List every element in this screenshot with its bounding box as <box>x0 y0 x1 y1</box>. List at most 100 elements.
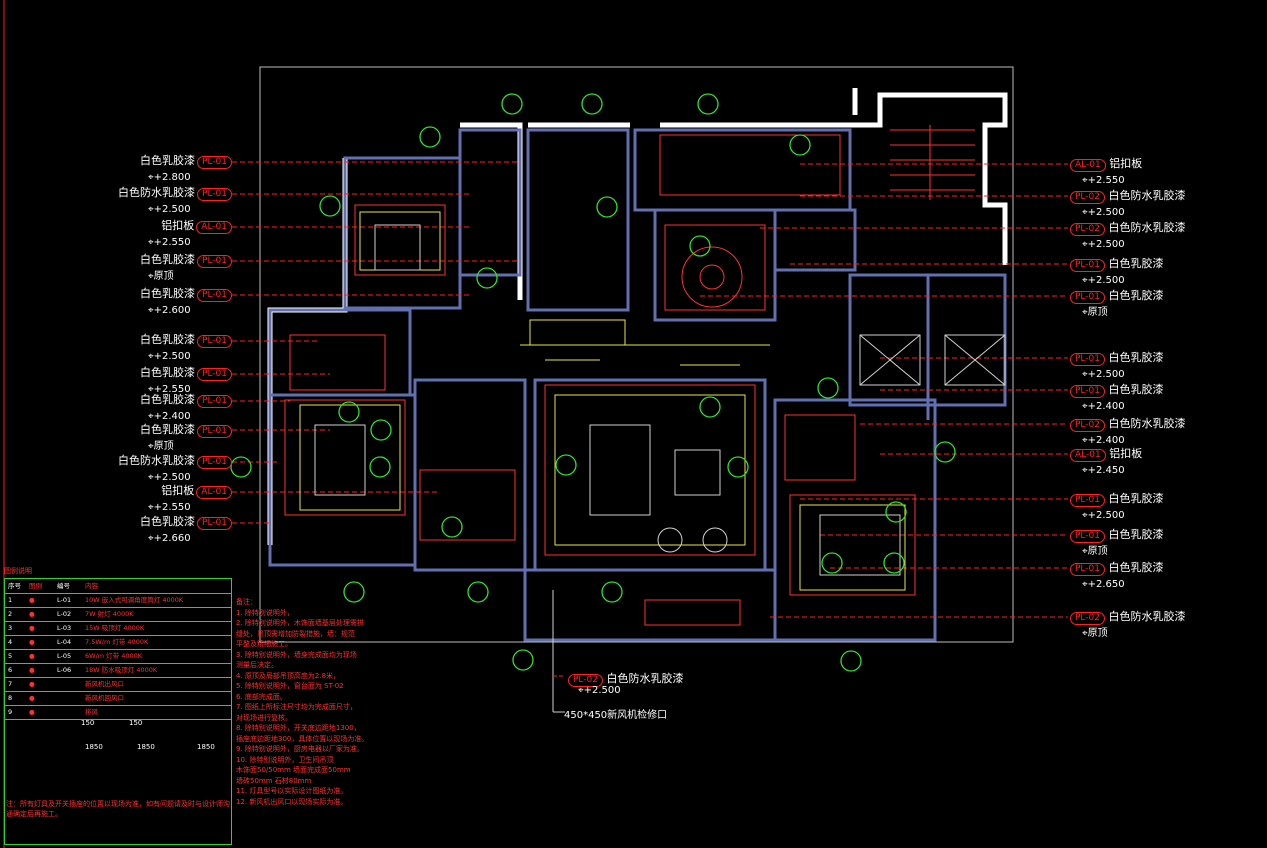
material-code-tag: PL-02 <box>1070 223 1105 236</box>
legend-symbol-icon: ● <box>29 708 35 716</box>
legend-header: 序号 图例 编号 内容 <box>5 579 231 594</box>
material-label: 白色乳胶漆 <box>1108 528 1164 541</box>
notes-title: 备注： <box>236 598 257 606</box>
right-callout-2: PL-02 白色防水乳胶漆 <box>1068 190 1185 204</box>
dim-label: 150 <box>81 719 95 727</box>
note-line: 平整及精细施工。 <box>236 640 292 648</box>
material-code-tag: PL-02 <box>1070 419 1105 432</box>
legend-symbol-icon: ● <box>29 624 35 632</box>
note-line: 11. 灯具型号以实际设计图纸为准。 <box>236 787 348 795</box>
note-line: 插座底边距地300，具体位置以现场为准。 <box>236 734 369 743</box>
right-callout-13: PL-02 白色防水乳胶漆 <box>1068 611 1185 625</box>
elevation-marker-icon: ⌖ <box>1082 401 1088 412</box>
right-callout-elevation-10: ⌖+2.500 <box>1082 510 1125 521</box>
dim-label: 150 <box>129 719 143 727</box>
note-line: 墙砖50mm 石材80mm <box>236 776 312 785</box>
material-code-tag: PL-01 <box>1070 494 1105 507</box>
elevation-marker-icon: ⌖ <box>1082 207 1088 218</box>
bottom-note: 注：所有灯具及开关插座的位置以现场为准，如有问题请及时与设计师沟通确定后再施工。 <box>6 800 230 818</box>
material-label: 白色乳胶漆 <box>140 253 196 266</box>
right-callout-12: PL-01 白色乳胶漆 <box>1068 562 1163 576</box>
note-line: 木饰面50/50mm 墙面完成面50mm <box>236 766 351 774</box>
note-line: 5. 除特别说明外，窗台面为 ST-02 <box>236 682 344 690</box>
material-label: 白色防水乳胶漆 <box>118 454 196 467</box>
dim-label: 1850 <box>197 743 215 751</box>
material-label: 白色乳胶漆 <box>140 287 196 300</box>
elevation-marker-icon: ⌖ <box>148 533 154 544</box>
legend-symbol-icon: ● <box>29 596 35 604</box>
material-code-tag: PL-01 <box>1070 291 1105 304</box>
right-callout-7: PL-01 白色乳胶漆 <box>1068 384 1163 398</box>
legend-symbol-icon: ● <box>29 694 35 702</box>
material-label: 白色防水乳胶漆 <box>1108 189 1186 202</box>
elevation-marker-icon: ⌖ <box>148 351 154 362</box>
elevation-marker-icon: ⌖ <box>148 502 154 513</box>
right-callout-elevation-11: ⌖原顶 <box>1082 546 1108 557</box>
material-label: 白色防水乳胶漆 <box>118 186 196 199</box>
material-code-tag: PL-02 <box>1070 612 1105 625</box>
elevation-marker-icon: ⌖ <box>1082 628 1088 639</box>
material-code-tag: PL-01 <box>197 395 232 408</box>
right-callout-elevation-9: ⌖+2.450 <box>1082 465 1125 476</box>
material-code-tag: AL-01 <box>196 486 232 499</box>
note-line: 测量后决定。 <box>236 661 278 669</box>
right-callout-elevation-6: ⌖+2.500 <box>1082 369 1125 380</box>
note-line: 3. 除特别说明外，墙身完成面均为现场 <box>236 650 357 659</box>
right-callout-elevation-13: ⌖原顶 <box>1082 628 1108 639</box>
material-label: 白色防水乳胶漆 <box>1108 610 1186 623</box>
legend-symbol-icon: ● <box>29 638 35 646</box>
material-label: 白色乳胶漆 <box>140 366 196 379</box>
bottom-callout: PL-02 白色防水乳胶漆 <box>566 670 683 687</box>
right-callout-elevation-8: ⌖+2.400 <box>1082 435 1125 446</box>
material-code-tag: PL-01 <box>197 188 232 201</box>
right-callout-10: PL-01 白色乳胶漆 <box>1068 493 1163 507</box>
right-callout-5: PL-01 白色乳胶漆 <box>1068 290 1163 304</box>
material-code-tag: PL-01 <box>1070 385 1105 398</box>
dim-label: 1850 <box>85 743 103 751</box>
dim-label: 1850 <box>137 743 155 751</box>
material-label: 白色乳胶漆 <box>1108 289 1164 302</box>
elevation-marker-icon: ⌖ <box>1082 510 1088 521</box>
right-callout-3: PL-02 白色防水乳胶漆 <box>1068 222 1185 236</box>
elevation-marker-icon: ⌖ <box>148 172 154 183</box>
notes-panel: 备注： 1. 除特别说明外，2. 除特别说明外，木饰面墙基层处理需拼 缝处，吊顶… <box>236 597 436 807</box>
note-line: 9. 除特别说明外，厨房电器以厂家为准。 <box>236 745 364 753</box>
material-code-tag: AL-01 <box>196 221 232 234</box>
material-code-tag: PL-01 <box>197 289 232 302</box>
elevation-marker-icon: ⌖ <box>1082 175 1088 186</box>
material-label: 白色乳胶漆 <box>1108 492 1164 505</box>
material-code-tag: PL-01 <box>197 368 232 381</box>
legend-symbol-icon: ● <box>29 652 35 660</box>
elevation-marker-icon: ⌖ <box>148 411 154 422</box>
right-callout-4: PL-01 白色乳胶漆 <box>1068 258 1163 272</box>
legend-title: 图例说明 <box>4 567 32 575</box>
material-code-tag: PL-01 <box>1070 530 1105 543</box>
material-label: 铝扣板 <box>1109 157 1143 170</box>
legend-row: 9●排风 <box>5 705 231 720</box>
left-callout-elevation-11: ⌖+2.550 <box>148 502 191 513</box>
note-line: 对现场进行复核。 <box>236 713 292 722</box>
left-callout-elevation-9: ⌖原顶 <box>148 441 174 452</box>
material-code-tag: PL-01 <box>197 255 232 268</box>
material-label: 白色乳胶漆 <box>140 423 196 436</box>
legend-symbol-icon: ● <box>29 680 35 688</box>
access-panel-note: 450*450新风机检修口 <box>564 710 668 721</box>
elevation-marker-icon: ⌖ <box>578 685 584 696</box>
right-callout-elevation-3: ⌖+2.500 <box>1082 239 1125 250</box>
elevation-marker-icon: ⌖ <box>148 204 154 215</box>
material-label: 白色乳胶漆 <box>140 154 196 167</box>
note-line: 10. 除特别说明外，卫生间吊顶 <box>236 755 334 764</box>
material-label: 白色乳胶漆 <box>140 515 196 528</box>
material-label: 白色防水乳胶漆 <box>1108 221 1186 234</box>
